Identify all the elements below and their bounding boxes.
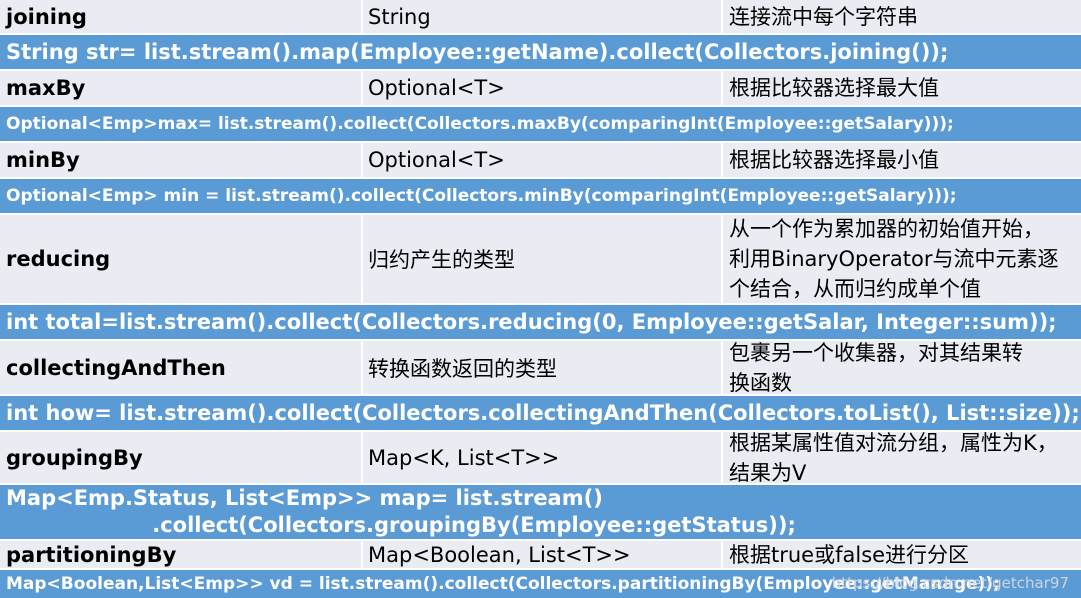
description-line: 包裹另一个收集器，对其结果转: [729, 340, 1023, 365]
code-example: Map<Boolean,List<Emp>> vd = list.stream(…: [0, 570, 1081, 598]
description-line: 利用BinaryOperator与流中元素逐: [729, 247, 1059, 271]
table-row: reducing 归约产生的类型 从一个作为累加器的初始值开始， 利用Binar…: [0, 215, 1081, 303]
description-line: 换函数: [729, 370, 792, 395]
code-example: Optional<Emp> min = list.stream().collec…: [0, 179, 1081, 213]
description-line: 个结合，从而归约成单个值: [729, 277, 981, 301]
table-row: minBy Optional<T> 根据比较器选择最小值: [0, 143, 1081, 177]
return-type: Map<K, List<T>>: [361, 432, 721, 483]
code-example: int total=list.stream().collect(Collecto…: [0, 305, 1081, 339]
table-row: collectingAndThen 转换函数返回的类型 包裹另一个收集器，对其结…: [0, 340, 1081, 395]
return-type: Map<Boolean, List<T>>: [361, 541, 721, 568]
description-line: 结果为V: [729, 460, 807, 485]
table-row: groupingBy Map<K, List<T>> 根据某属性值对流分组，属性…: [0, 431, 1081, 485]
code-example: int how= list.stream().collect(Collector…: [0, 396, 1081, 430]
method-description: 根据比较器选择最小值: [721, 143, 1081, 177]
return-type: Optional<T>: [361, 143, 721, 177]
method-name: partitioningBy: [6, 542, 177, 567]
description-line: 根据某属性值对流分组，属性为K，: [729, 430, 1058, 455]
return-type: Optional<T>: [361, 71, 721, 105]
method-name: maxBy: [6, 76, 86, 100]
table-row: maxBy Optional<T> 根据比较器选择最大值: [0, 71, 1081, 105]
method-name: groupingBy: [6, 445, 143, 470]
return-type: String: [361, 0, 721, 33]
return-type: 转换函数返回的类型: [361, 341, 721, 394]
table-row: joining String 连接流中每个字符串: [0, 0, 1081, 33]
code-line: .collect(Collectors.groupingBy(Employee:…: [6, 513, 796, 537]
watermark: https://blog.csdn.net/getchar97: [831, 574, 1069, 592]
code-example: Optional<Emp>max= list.stream().collect(…: [0, 107, 1081, 141]
method-description: 根据true或false进行分区: [721, 541, 1081, 568]
method-name: joining: [6, 4, 87, 29]
method-name: minBy: [6, 148, 80, 172]
method-description: 连接流中每个字符串: [721, 0, 1081, 33]
return-type: 归约产生的类型: [361, 215, 721, 303]
method-description: 从一个作为累加器的初始值开始， 利用BinaryOperator与流中元素逐 个…: [721, 215, 1081, 303]
code-example: String str= list.stream().map(Employee::…: [0, 35, 1081, 69]
table-row: partitioningBy Map<Boolean, List<T>> 根据t…: [0, 541, 1081, 568]
method-name: collectingAndThen: [6, 355, 226, 380]
code-line: Map<Emp.Status, List<Emp>> map= list.str…: [6, 486, 603, 510]
method-description: 根据比较器选择最大值: [721, 71, 1081, 105]
method-name: reducing: [6, 247, 111, 271]
description-line: 从一个作为累加器的初始值开始，: [729, 217, 1044, 241]
method-description: 根据某属性值对流分组，属性为K， 结果为V: [721, 431, 1081, 485]
code-example: Map<Emp.Status, List<Emp>> map= list.str…: [0, 485, 1081, 539]
method-description: 包裹另一个收集器，对其结果转 换函数: [721, 340, 1081, 395]
